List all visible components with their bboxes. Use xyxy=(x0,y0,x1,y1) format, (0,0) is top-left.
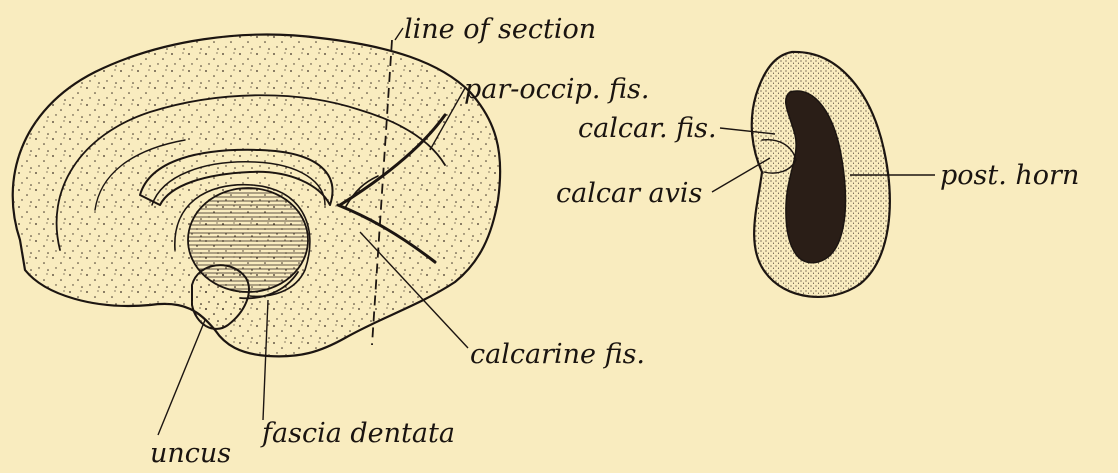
label-post-horn: post. horn xyxy=(940,160,1079,191)
label-uncus: uncus xyxy=(150,438,231,469)
label-calcar-fis: calcar. fis. xyxy=(578,113,717,144)
label-line-of-section: line of section xyxy=(404,14,596,45)
leader-uncus xyxy=(158,320,205,435)
label-fascia-dentata: fascia dentata xyxy=(260,418,455,449)
label-calcar-avis: calcar avis xyxy=(556,178,702,209)
leader-line-of-section xyxy=(395,28,403,40)
hemisphere-medial-view xyxy=(13,35,500,357)
label-par-occip-fis: par-occip. fis. xyxy=(464,74,649,105)
label-calcarine-fis: calcarine fis. xyxy=(470,339,645,370)
